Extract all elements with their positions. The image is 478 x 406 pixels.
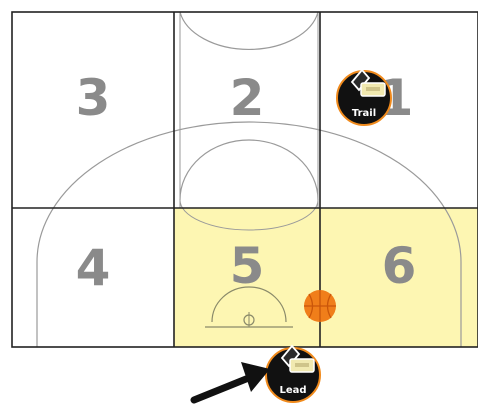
basketball-icon [304, 290, 336, 322]
zone-number-5: 5 [230, 237, 265, 295]
zone-number-4: 4 [76, 239, 111, 297]
trail-label: Trail [352, 108, 376, 119]
zone-number-3: 3 [76, 69, 111, 127]
zone-number-2: 2 [230, 69, 265, 127]
lead-official-badge: Lead [266, 346, 320, 402]
free-throw-circle [180, 140, 318, 200]
arrow-icon [194, 362, 270, 400]
trail-official-badge: Trail [337, 70, 391, 125]
lead-label: Lead [279, 385, 306, 396]
zone-number-6: 6 [382, 237, 417, 295]
center-circle-arc [180, 12, 318, 49]
